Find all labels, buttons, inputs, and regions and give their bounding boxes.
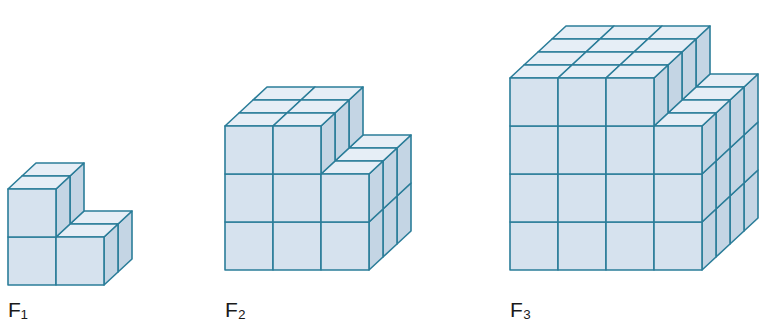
cube-face bbox=[301, 87, 363, 100]
cube-face bbox=[8, 237, 56, 285]
cube-face bbox=[273, 174, 321, 222]
cube-face bbox=[8, 189, 56, 237]
cube-face bbox=[654, 126, 702, 174]
cube-face bbox=[510, 174, 558, 222]
figure-label: F₁ bbox=[8, 298, 28, 321]
cube-face bbox=[654, 174, 702, 222]
cube-face bbox=[225, 126, 273, 174]
cube-face bbox=[606, 174, 654, 222]
cube-face bbox=[634, 39, 696, 52]
cube-face bbox=[225, 222, 273, 270]
cube-face bbox=[606, 222, 654, 270]
cube-face bbox=[654, 222, 702, 270]
cube-face bbox=[273, 113, 335, 126]
cube-face bbox=[8, 176, 70, 189]
cube-face bbox=[321, 174, 369, 222]
cube-face bbox=[558, 126, 606, 174]
cube-face bbox=[225, 174, 273, 222]
cube-face bbox=[56, 237, 104, 285]
cube-face bbox=[273, 126, 321, 174]
cube-face bbox=[273, 222, 321, 270]
cube-face bbox=[558, 174, 606, 222]
cube-face bbox=[558, 222, 606, 270]
cube-face bbox=[606, 126, 654, 174]
cube-face bbox=[620, 52, 682, 65]
cube-face bbox=[558, 78, 606, 126]
cube-face bbox=[648, 26, 710, 39]
cube-face bbox=[510, 78, 558, 126]
cube-face bbox=[510, 222, 558, 270]
cube-face bbox=[321, 222, 369, 270]
cube-face bbox=[606, 78, 654, 126]
cube-face bbox=[510, 126, 558, 174]
cube-face bbox=[287, 100, 349, 113]
figure-label: F₃ bbox=[510, 298, 531, 321]
figure-label: F₂ bbox=[225, 298, 246, 321]
cube-face bbox=[22, 163, 84, 176]
cube-face bbox=[606, 65, 668, 78]
